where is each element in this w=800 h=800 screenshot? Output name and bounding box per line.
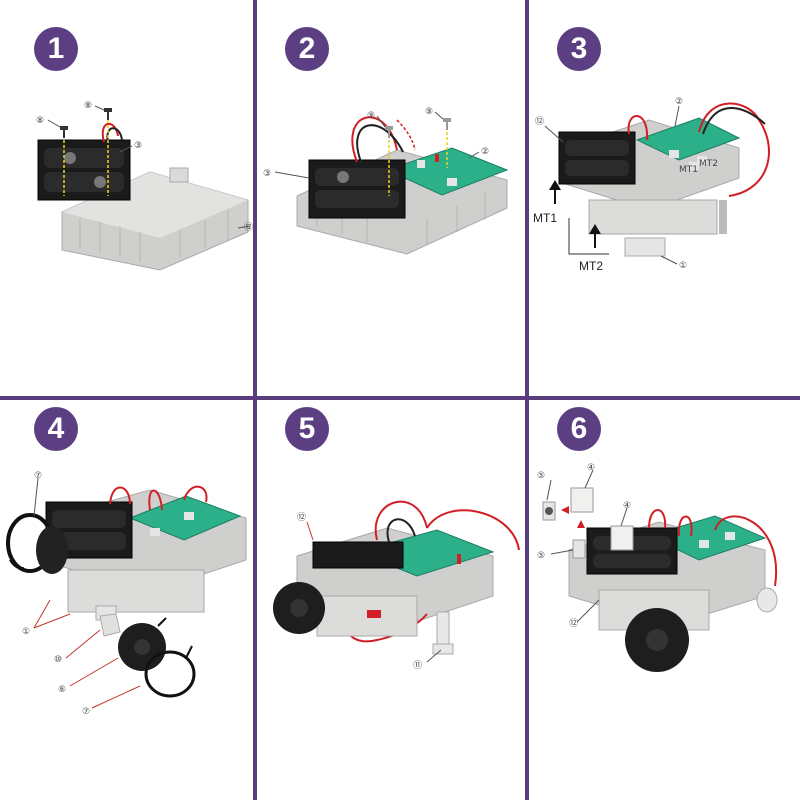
callout-8a: ⑧ bbox=[36, 116, 44, 126]
callout-2: ② bbox=[675, 97, 683, 107]
callout-3: ③ bbox=[263, 169, 271, 179]
board-label-mt2: MT2 bbox=[699, 159, 718, 169]
callout-3: ③ bbox=[134, 141, 142, 151]
label-mt2: MT2 bbox=[579, 259, 603, 273]
callout-1: ① bbox=[679, 261, 687, 271]
step-1-badge: 1 bbox=[34, 27, 78, 71]
step-1-panel: 1 ⑧ ⑧ ③ ⑫ bbox=[0, 0, 254, 395]
callout-12: ⑫ bbox=[297, 512, 306, 523]
callout-11: ⑪ bbox=[413, 660, 422, 671]
callout-7a: ⑦ bbox=[34, 471, 42, 481]
callout-5a: ⑤ bbox=[537, 471, 545, 481]
step-6-panel: 6 ⑤ ④ ④ ⑤ ⑫ bbox=[529, 400, 800, 795]
callout-9a: ⑨ bbox=[367, 111, 375, 121]
step-5-illustration: ⑫ ⑪ bbox=[273, 500, 520, 671]
callout-7b: ⑦ bbox=[82, 707, 90, 717]
step-4-illustration: ⑦ ① ⑩ ⑥ ⑦ bbox=[6, 471, 247, 717]
callout-8b: ⑧ bbox=[84, 101, 92, 111]
callout-10: ⑩ bbox=[54, 655, 62, 665]
step-2-badge: 2 bbox=[285, 27, 329, 71]
callout-4b: ④ bbox=[623, 501, 631, 511]
callout-9b: ⑨ bbox=[425, 107, 433, 117]
step-3-illustration: MT1 MT2 MT1 MT2 ⑫ ② ① bbox=[533, 97, 770, 273]
callout-12: ⑫ bbox=[535, 116, 544, 127]
board-label-mt1: MT1 bbox=[679, 165, 698, 175]
step-6-illustration: ⑤ ④ ④ ⑤ ⑫ bbox=[537, 463, 778, 672]
step-2-panel: 2 ⑨ ⑨ ③ ② bbox=[257, 0, 525, 395]
grid-horizontal-line bbox=[0, 396, 800, 400]
step-5-panel: 5 ⑫ ⑪ bbox=[257, 400, 525, 795]
screw-icon bbox=[60, 126, 68, 138]
label-mt1: MT1 bbox=[533, 211, 557, 225]
step-4-panel: 4 ⑦ ① ⑩ ⑥ ⑦ bbox=[0, 400, 254, 795]
callout-12: ⑫ bbox=[244, 222, 253, 233]
step-1-illustration: ⑧ ⑧ ③ ⑫ bbox=[36, 101, 253, 271]
callout-6: ⑥ bbox=[58, 685, 66, 695]
step-3-panel: 3 MT1 MT2 MT1 MT2 ⑫ ② ① bbox=[529, 0, 800, 395]
callout-1: ① bbox=[22, 627, 30, 637]
step-4-badge: 4 bbox=[34, 407, 78, 451]
grid-vertical-line-2 bbox=[525, 0, 529, 800]
step-6-badge: 6 bbox=[557, 407, 601, 451]
step-5-badge: 5 bbox=[285, 407, 329, 451]
grid-vertical-line-1 bbox=[253, 0, 257, 800]
step-3-badge: 3 bbox=[557, 27, 601, 71]
callout-2: ② bbox=[481, 147, 489, 157]
callout-12: ⑫ bbox=[569, 618, 578, 629]
step-2-illustration: ⑨ ⑨ ③ ② bbox=[263, 107, 509, 255]
callout-4a: ④ bbox=[587, 463, 595, 473]
callout-5b: ⑤ bbox=[537, 551, 545, 561]
